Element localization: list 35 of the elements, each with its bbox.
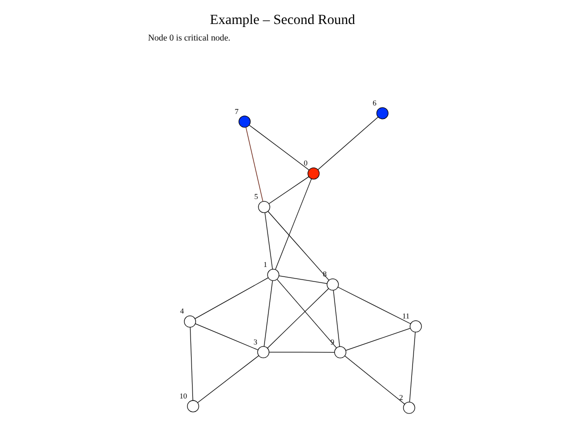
connector xyxy=(409,332,416,402)
connector xyxy=(276,278,337,348)
node-circle xyxy=(403,402,416,414)
connector xyxy=(194,277,269,319)
node-circle xyxy=(308,167,320,180)
node-circle xyxy=(257,346,270,358)
connector xyxy=(268,211,330,280)
node-circle xyxy=(258,200,270,213)
node-circle xyxy=(376,107,388,120)
node-circle xyxy=(334,346,346,358)
connector xyxy=(194,323,258,350)
connector xyxy=(278,276,328,284)
node-circle xyxy=(238,116,251,128)
caption: Node 0 is critical node. xyxy=(148,32,230,42)
connector xyxy=(345,328,410,351)
node-circle xyxy=(326,278,339,291)
connector xyxy=(268,352,335,353)
node-circle xyxy=(184,315,196,328)
connector xyxy=(190,327,194,401)
connector xyxy=(248,124,310,170)
node-circle xyxy=(187,400,200,412)
node-circle xyxy=(267,268,280,281)
connector xyxy=(197,355,260,403)
connector xyxy=(268,176,310,204)
connector xyxy=(275,178,312,270)
connector xyxy=(267,288,329,348)
connector xyxy=(318,116,378,170)
connector xyxy=(344,356,405,404)
diagram-title: Example – Second Round xyxy=(210,13,356,28)
connector xyxy=(246,126,264,202)
connector xyxy=(333,290,340,347)
node-circle xyxy=(410,320,422,332)
connector xyxy=(264,280,273,347)
connector xyxy=(338,286,411,324)
connector xyxy=(264,212,273,270)
